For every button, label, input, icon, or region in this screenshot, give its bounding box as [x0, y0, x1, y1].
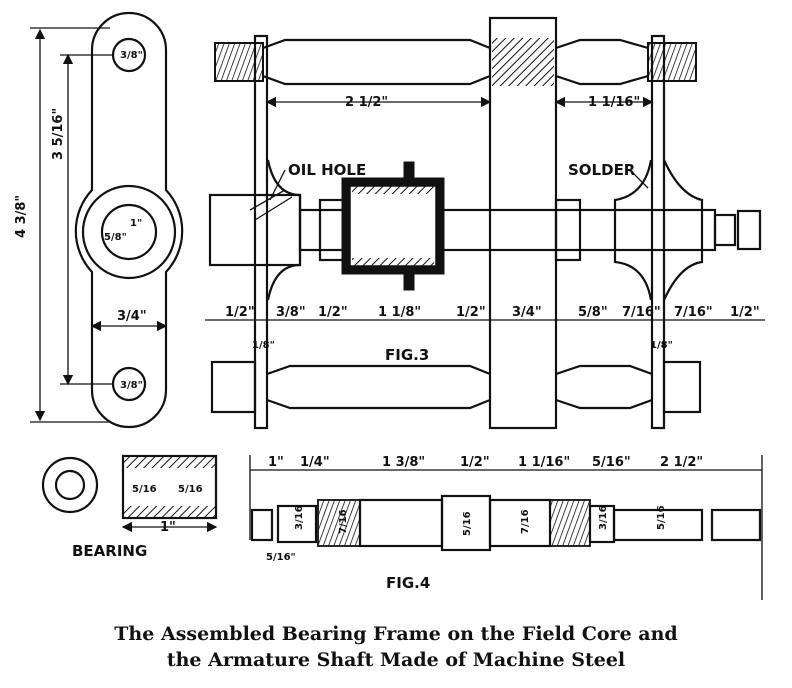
shaft-seg-1	[250, 508, 274, 542]
fig4-diam-5: 3/16	[598, 505, 609, 530]
fig3-small-right-dim: 1/8"	[650, 340, 673, 351]
oil-hole-leader	[269, 169, 286, 201]
bearing-hatch-top	[124, 457, 215, 468]
frame-plate-outline	[74, 11, 184, 429]
solder-leader	[629, 169, 649, 189]
fig3-top-left-dim: 2 1/2"	[345, 95, 388, 110]
fig4-diam-4: 7/16	[520, 509, 531, 534]
top-rod-left	[262, 38, 491, 86]
shaft-thread-right	[549, 499, 591, 547]
shaft-seg-6	[612, 508, 704, 542]
right-nut	[554, 198, 582, 262]
fig3-dim-2: 3/8"	[276, 305, 306, 320]
fig3-dim-4: 1 1/8"	[378, 305, 421, 320]
fig4-diam-1: 3/16	[294, 505, 305, 530]
bearing-section	[121, 454, 218, 520]
fig4-bottom-dim: 5/16"	[266, 552, 296, 563]
frame-height-dim: 4 3/8"	[14, 195, 29, 238]
bottom-hole-dim: 3/8"	[120, 380, 143, 391]
fig3-dim-10: 1/2"	[730, 305, 760, 320]
fig3-dim-8: 7/16"	[622, 305, 661, 320]
center-hole	[100, 203, 158, 261]
bearing-len-dim: 1"	[160, 520, 176, 535]
fig4-label: FIG.4	[386, 574, 430, 592]
fig3-dim-7: 5/8"	[578, 305, 608, 320]
top-hole	[111, 37, 147, 73]
right-boss	[613, 159, 653, 301]
hole-spacing-dim: 3 5/16"	[51, 108, 66, 160]
oil-cup-bottom	[403, 269, 415, 291]
left-frame-plate	[253, 34, 269, 430]
shaft-thread-left	[317, 499, 361, 547]
bearing-d2-dim: 5/16	[178, 484, 203, 495]
fig4-dim-2: 1/4"	[300, 455, 330, 470]
fig4-dim-1: 1"	[268, 455, 284, 470]
fig4-dim-3: 1 3/8"	[382, 455, 425, 470]
armature-hatch-bottom	[352, 258, 434, 270]
fig3-dim-3: 1/2"	[318, 305, 348, 320]
caption-line-2: the Armature Shaft Made of Machine Steel	[167, 649, 625, 671]
shaft-end-break	[736, 209, 762, 251]
solder-label: SOLDER	[568, 161, 636, 179]
fig3-dim-5: 1/2"	[456, 305, 486, 320]
oil-hole-label: OIL HOLE	[288, 161, 366, 179]
shaft-seg-2	[276, 504, 318, 544]
shaft-seg-break	[710, 508, 762, 542]
fig4-dim-4: 1/2"	[460, 455, 490, 470]
shaft-seg-3	[358, 498, 444, 548]
top-hole-dim: 3/8"	[120, 50, 143, 61]
bottom-rod-left	[266, 364, 491, 410]
right-boss-outer	[662, 159, 704, 301]
bottom-rod-right	[555, 364, 653, 410]
oil-hole-line-a	[249, 189, 286, 211]
oil-cup-top	[403, 161, 415, 183]
bearing-hatch-bottom	[124, 506, 215, 517]
bottom-nut-left	[210, 360, 257, 414]
bottom-hole	[111, 366, 147, 402]
fig3-top-right-dim: 1 1/16"	[588, 95, 640, 110]
bearing-outer-circle	[41, 456, 99, 514]
center-hole-dim-a: 5/8"	[104, 232, 127, 243]
fig4-diam-2: 7/16	[338, 509, 349, 534]
fig4-dim-5: 1 1/16"	[518, 455, 570, 470]
frame-width-dim: 3/4"	[117, 309, 147, 324]
shaft-end	[713, 213, 737, 247]
right-frame-plate	[650, 34, 666, 430]
bearing-label: BEARING	[72, 542, 147, 560]
top-rod-thread-right	[647, 42, 697, 82]
fig3-dim-9: 7/16"	[674, 305, 713, 320]
oil-hole-line-b	[254, 196, 293, 221]
bearing-inner-circle	[54, 469, 86, 501]
fig4-dim-7: 2 1/2"	[660, 455, 703, 470]
center-boss	[81, 184, 177, 280]
fig3-assembly: 2 1/2" 1 1/16" OIL HOLE SOLDER 1/2" 3/8"…	[205, 16, 765, 430]
fig3-label: FIG.3	[385, 346, 429, 364]
fig3-dim-6: 3/4"	[512, 305, 542, 320]
bearing-d1-dim: 5/16	[132, 484, 157, 495]
left-boss	[266, 159, 302, 301]
caption-line-1: The Assembled Bearing Frame on the Field…	[114, 623, 677, 645]
field-core-hatch	[492, 38, 554, 86]
fig4-dim-6: 5/16"	[592, 455, 631, 470]
armature-hatch-top	[352, 182, 434, 194]
top-rod-right	[555, 38, 649, 86]
frame-plate-view: 3/8" 3/8" 5/8" 1" 4 3/8" 3 5/16" 3/4"	[14, 11, 184, 429]
fig3-dim-1: 1/2"	[225, 305, 255, 320]
bearing-detail: 5/16 5/16 1" BEARING	[41, 454, 218, 560]
fig3-small-left-dim: 1/8"	[252, 340, 275, 351]
fig4-diam-3: 5/16	[462, 511, 473, 536]
bottom-nut-right	[662, 360, 702, 414]
armature-bearing-inner	[349, 185, 437, 267]
fig4-shaft: 1" 1/4" 1 3/8" 1/2" 1 1/16" 5/16" 2 1/2"…	[249, 455, 763, 600]
center-hole-dim-b: 1"	[130, 218, 142, 229]
fig4-diam-6: 5/16	[656, 505, 667, 530]
